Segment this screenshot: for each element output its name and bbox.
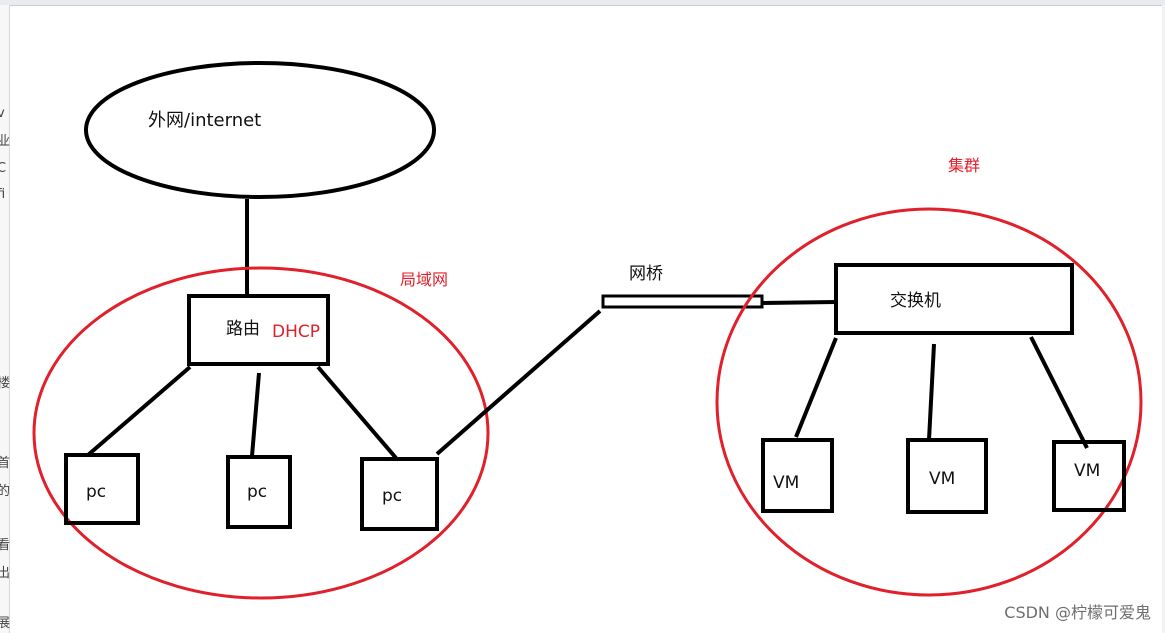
- bridge-switch-link: [761, 300, 837, 305]
- router-pc3-link: [316, 365, 398, 460]
- switch-vm2-link: [927, 343, 936, 441]
- cropped-glyph: C: [0, 161, 7, 176]
- cropped-glyph: 出: [0, 566, 11, 581]
- vm1-box: [761, 438, 834, 513]
- cropped-glyph: fi: [0, 187, 6, 202]
- pc2-box: [226, 455, 292, 529]
- internet-label: 外网/internet: [148, 110, 262, 131]
- pc1-label: pc: [86, 482, 107, 502]
- cropped-glyph: 展: [0, 616, 11, 631]
- router-pc1-link: [86, 365, 192, 457]
- pc3-box: [360, 457, 439, 531]
- bridge-box: [601, 294, 764, 309]
- router-pc2-link: [250, 372, 261, 457]
- lan-label: 局域网: [400, 270, 449, 289]
- cluster-label: 集群: [948, 156, 981, 175]
- vm3-box: [1052, 440, 1126, 512]
- bridge-label: 网桥: [629, 264, 663, 284]
- cropped-glyph: 看: [0, 538, 11, 553]
- switch-box: [834, 263, 1074, 335]
- router-box: [187, 294, 330, 366]
- vm3-label: VM: [1074, 461, 1101, 481]
- pc3-bridge-link: [435, 309, 602, 456]
- cropped-glyph: 业: [0, 134, 11, 149]
- vm1-label: VM: [773, 473, 800, 493]
- cropped-glyph: v: [0, 106, 5, 121]
- cropped-glyph: 的: [0, 484, 11, 499]
- pc3-label: pc: [382, 486, 403, 506]
- watermark: CSDN @柠檬可爱鬼: [1004, 603, 1151, 622]
- vm2-box: [906, 438, 988, 514]
- dhcp-label: DHCP: [272, 322, 320, 342]
- lan-boundary: [32, 266, 490, 600]
- pc2-label: pc: [247, 482, 268, 502]
- pc1-box: [64, 453, 140, 525]
- window-left-strip: v 业 C fi 楼 首 的 看 出 展: [0, 5, 10, 633]
- vm2-label: VM: [929, 469, 956, 489]
- window-top-border: [0, 0, 1165, 6]
- switch-vm3-link: [1029, 336, 1089, 449]
- internet-cloud: [84, 61, 436, 199]
- cluster-boundary: [715, 207, 1143, 597]
- window-right-strip: [1162, 5, 1165, 633]
- router-label: 路由: [226, 319, 260, 339]
- cropped-glyph: 首: [0, 456, 11, 471]
- switch-label: 交换机: [890, 291, 941, 311]
- cropped-glyph: 楼: [0, 376, 11, 391]
- switch-vm1-link: [794, 337, 838, 438]
